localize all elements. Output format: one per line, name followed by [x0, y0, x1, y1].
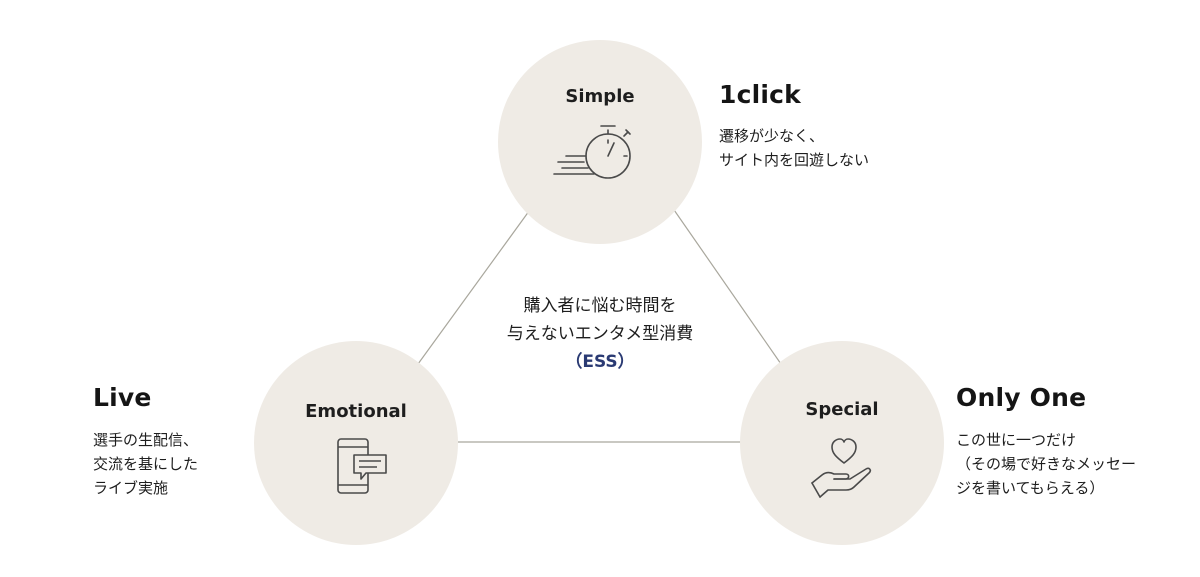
connector-top-right — [671, 206, 782, 365]
description-only-one: この世に一つだけ （その場で好きなメッセー ジを書いてもらえる） — [956, 431, 1137, 497]
description-1click: 遷移が少なく、 サイト内を回遊しない — [719, 127, 870, 169]
heart-in-hand-icon — [806, 433, 878, 507]
connector-top-left — [417, 206, 533, 365]
heading-only-one: Only One — [956, 383, 1087, 412]
ess-abbreviation: （ESS） — [565, 352, 635, 372]
description-live: 選手の生配信、 交流を基にした ライブ実施 — [93, 431, 199, 497]
center-line-2: 与えないエンタメ型消費 — [506, 324, 694, 344]
center-caption: 購入者に悩む時間を 与えないエンタメ型消費 （ESS） — [470, 292, 730, 376]
smartphone-chat-icon — [332, 437, 392, 501]
circle-label-simple: Simple — [565, 86, 635, 107]
heading-1click: 1click — [719, 80, 801, 109]
circle-simple: Simple — [498, 40, 702, 244]
circle-special: Special — [740, 341, 944, 545]
circle-label-emotional: Emotional — [305, 401, 407, 422]
heading-live: Live — [93, 383, 152, 412]
stopwatch-icon — [550, 118, 650, 192]
center-line-1: 購入者に悩む時間を — [523, 296, 677, 316]
circle-emotional: Emotional — [254, 341, 458, 545]
circle-label-special: Special — [805, 399, 879, 420]
